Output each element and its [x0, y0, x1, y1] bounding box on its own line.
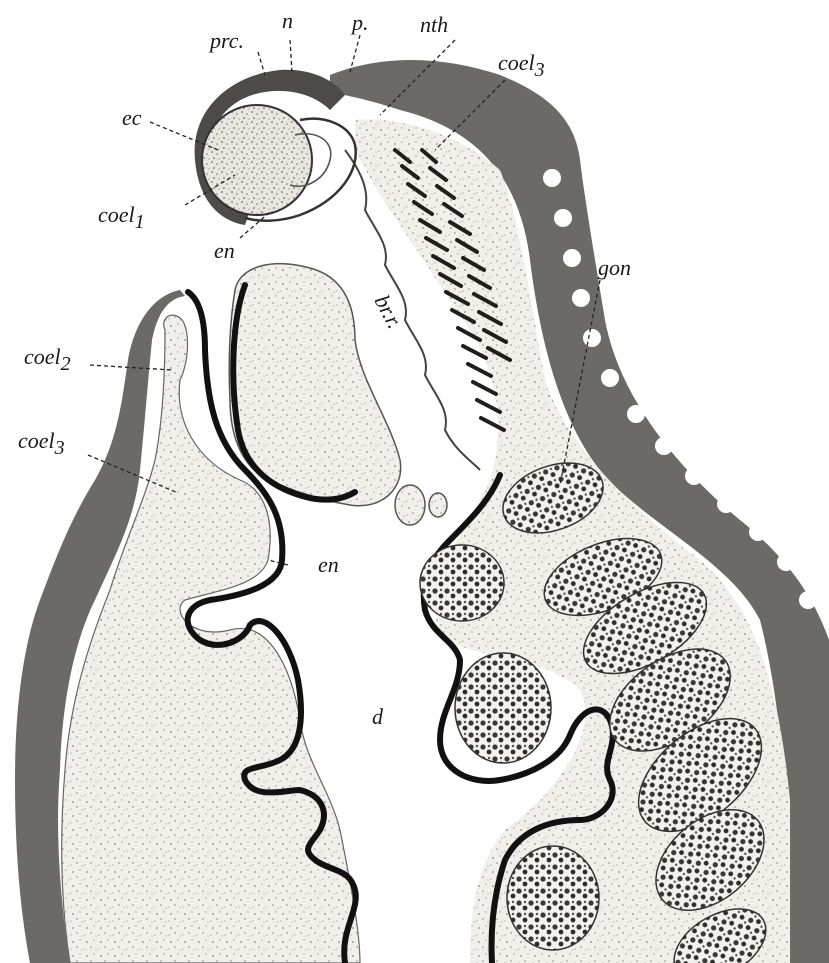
label-en-mid: en: [318, 552, 339, 577]
label-ec: ec: [122, 105, 142, 130]
label-coel3-left-sub: 3: [54, 437, 65, 459]
label-nth: nth: [420, 12, 448, 37]
label-coel1-sub: 1: [135, 211, 145, 233]
label-coel3-left: coel3: [18, 428, 65, 459]
label-coel1: coel1: [98, 202, 145, 233]
small-oval-a: [395, 485, 425, 525]
label-d: d: [372, 704, 384, 729]
label-p: p.: [350, 10, 369, 35]
label-coel2: coel2: [24, 344, 71, 375]
coel1-cavity: [202, 105, 312, 215]
label-coel1-base: coel: [98, 202, 135, 227]
label-coel3-top-base: coel: [498, 50, 535, 75]
small-oval-b: [429, 493, 447, 517]
label-coel3-left-base: coel: [18, 428, 55, 453]
label-coel3-top: coel3: [498, 50, 545, 81]
label-coel3-top-sub: 3: [534, 59, 545, 81]
label-coel2-sub: 2: [61, 353, 71, 375]
label-en-top: en: [214, 238, 235, 263]
label-gon: gon: [598, 255, 631, 280]
label-n: n: [282, 8, 293, 33]
label-coel2-base: coel: [24, 344, 61, 369]
label-prc: prc.: [208, 28, 244, 53]
